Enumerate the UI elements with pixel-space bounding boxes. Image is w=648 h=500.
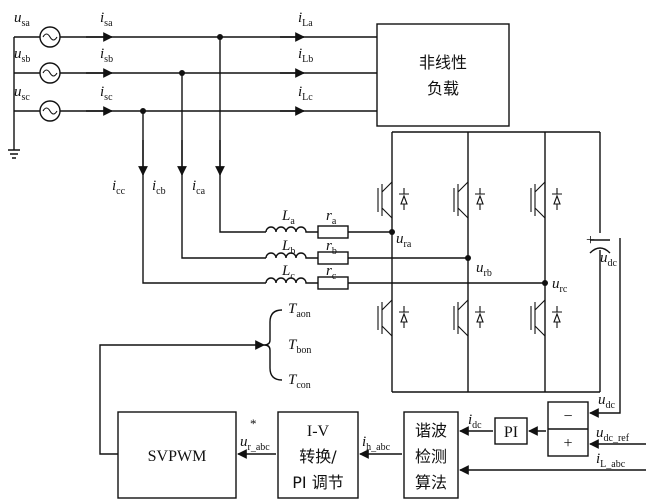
label-r-a: ra — [326, 208, 337, 227]
source-c — [39, 100, 61, 122]
label-i-La: iLa — [298, 10, 313, 29]
label-i-Lb: iLb — [298, 46, 313, 65]
svg-text:udc: udc — [598, 392, 616, 411]
label-i-ca: ica — [192, 178, 206, 197]
svg-text:usa: usa — [14, 10, 30, 29]
svg-text:isc: isc — [100, 84, 113, 103]
svg-text:rb: rb — [326, 238, 337, 257]
label-L-a: La — [281, 208, 295, 227]
label-u-sa: usa — [14, 10, 30, 29]
label-u-rc: urc — [552, 276, 568, 295]
svg-text:urb: urb — [476, 260, 492, 279]
label-u-r-abc-ref: ur_abc * — [240, 416, 270, 453]
label-T-bon: Tbon — [288, 337, 311, 356]
source-ground — [8, 36, 40, 159]
svg-text:usc: usc — [14, 84, 30, 103]
label-u-ra: ura — [396, 231, 412, 250]
svg-text:icb: icb — [152, 178, 166, 197]
compensation-drops — [138, 34, 266, 284]
label-u-sb: usb — [14, 46, 30, 65]
svg-text:La: La — [281, 208, 295, 227]
label-i-cb: icb — [152, 178, 166, 197]
svg-text:iLc: iLc — [298, 84, 313, 103]
label-r-b: rb — [326, 238, 337, 257]
control-signal-lines — [99, 238, 646, 475]
svg-text:Taon: Taon — [288, 301, 311, 320]
sum-minus-sign: − — [563, 408, 572, 425]
label-i-sc: isc — [100, 84, 113, 103]
svg-text:Tcon: Tcon — [288, 372, 311, 391]
svg-text:isa: isa — [100, 10, 113, 29]
svg-text:Tbon: Tbon — [288, 337, 311, 356]
svg-text:ur_abc: ur_abc — [240, 434, 270, 453]
harmonic-label-line1: 谐波 — [415, 421, 447, 440]
harmonic-label-line3: 算法 — [415, 473, 447, 492]
inductor-b — [265, 252, 318, 259]
load-label-line2: 负载 — [427, 79, 459, 98]
label-L-b: Lb — [281, 238, 295, 257]
label-i-cc: icc — [112, 178, 126, 197]
iv-label-line3: PI 调节 — [292, 473, 343, 492]
svg-text:isb: isb — [100, 46, 113, 65]
svg-text:rc: rc — [326, 263, 337, 282]
svg-text:usb: usb — [14, 46, 30, 65]
svg-text:Lc: Lc — [281, 263, 295, 282]
label-u-dc-feedback: udc — [598, 392, 616, 411]
svg-text:ra: ra — [326, 208, 337, 227]
inverter-bridge — [391, 131, 611, 393]
svg-text:ica: ica — [192, 178, 206, 197]
svg-text:ura: ura — [396, 231, 412, 250]
svg-text:iLa: iLa — [298, 10, 313, 29]
svg-text:*: * — [250, 416, 257, 431]
label-i-L-abc: iL_abc — [596, 451, 626, 470]
svg-text:iLb: iLb — [298, 46, 313, 65]
pi-label: PI — [504, 424, 518, 441]
svg-text:icc: icc — [112, 178, 126, 197]
svg-text:udc_ref: udc_ref — [596, 425, 630, 444]
label-T-con: Tcon — [288, 372, 311, 391]
inductor-c — [265, 277, 318, 284]
label-i-sa: isa — [100, 10, 113, 29]
source-b — [39, 62, 61, 84]
iv-label-line1: I-V — [307, 423, 330, 440]
label-L-c: Lc — [281, 263, 295, 282]
label-i-dc: idc — [468, 412, 482, 431]
label-i-sb: isb — [100, 46, 113, 65]
nonlinear-load-block — [376, 23, 510, 127]
igbt-switches — [377, 181, 562, 337]
inductor-a — [265, 226, 318, 233]
pi-block — [494, 417, 528, 445]
svpwm-block — [117, 411, 237, 499]
label-u-dc-capacitor: udc — [600, 250, 618, 269]
svg-text:ih_abc: ih_abc — [362, 434, 391, 453]
label-i-Lc: iLc — [298, 84, 313, 103]
iv-label-line2: 转换/ — [299, 447, 337, 466]
source-a — [39, 26, 61, 48]
svg-text:iL_abc: iL_abc — [596, 451, 626, 470]
label-u-dc-ref: udc_ref — [596, 425, 630, 444]
resistor-a — [317, 225, 349, 239]
label-u-sc: usc — [14, 84, 30, 103]
iv-converter-block — [277, 411, 359, 499]
capacitor-plus: + — [586, 232, 595, 249]
harmonic-label-line2: 检测 — [415, 447, 447, 466]
label-i-h-abc: ih_abc — [362, 434, 391, 453]
svpwm-label: SVPWM — [148, 448, 207, 465]
label-r-c: rc — [326, 263, 337, 282]
svg-text:udc: udc — [600, 250, 618, 269]
converter-ac-lines — [348, 229, 548, 286]
harmonic-detection-block — [403, 411, 459, 499]
load-label-line1: 非线性 — [419, 53, 467, 72]
svg-text:idc: idc — [468, 412, 482, 431]
svg-text:Lb: Lb — [281, 238, 295, 257]
sum-plus-sign: + — [563, 435, 572, 452]
svg-text:urc: urc — [552, 276, 568, 295]
label-T-aon: Taon — [288, 301, 311, 320]
label-u-rb: urb — [476, 260, 492, 279]
